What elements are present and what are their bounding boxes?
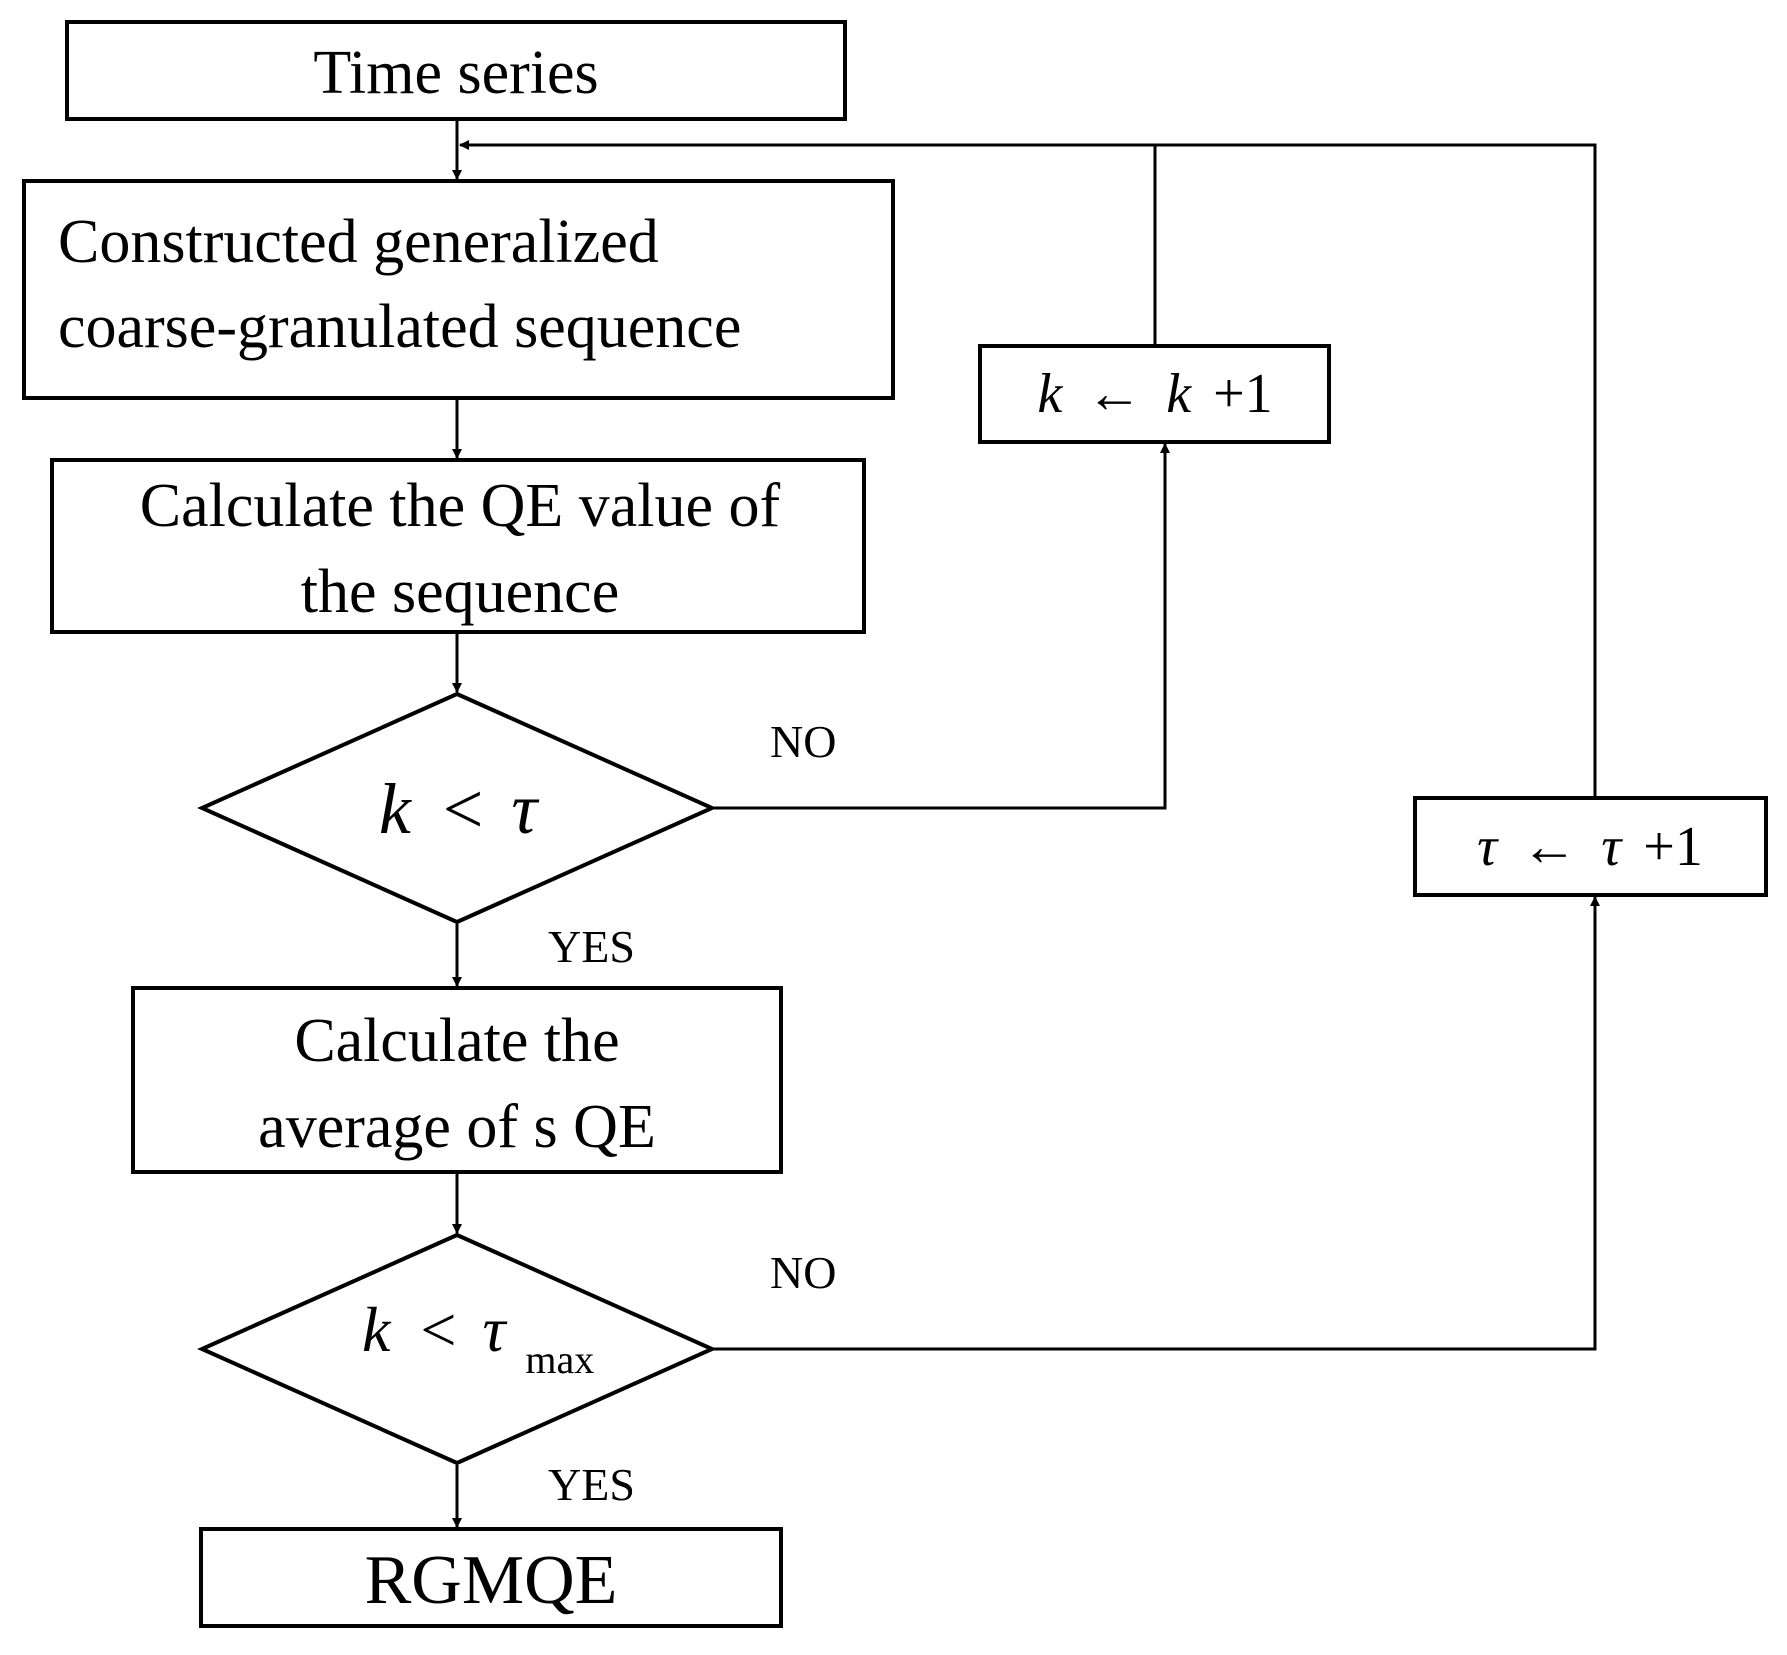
construct-sequence-node: Constructed generalized coarse-granulate… <box>22 179 895 400</box>
calculate-average-line2: average of s QE <box>258 1093 656 1161</box>
time-series-label: Time series <box>313 39 598 107</box>
calculate-qe-line1: Calculate the QE value of <box>140 472 781 540</box>
time-series-node: Time series <box>65 20 847 121</box>
arrow-decision1-no-to-k <box>712 443 1170 810</box>
construct-sequence-line2: coarse-granulated sequence <box>58 293 741 361</box>
decision1-yes-label: YES <box>548 921 635 972</box>
decision-k-lt-tau-max-label: k < τ max <box>362 1294 594 1382</box>
decision-k-lt-tau-max: k < τ max <box>197 1232 717 1466</box>
construct-sequence-line1: Constructed generalized <box>58 208 659 276</box>
decision-k-lt-tau-label: k < τ <box>379 769 540 849</box>
line-tau-to-top <box>1155 143 1597 798</box>
decision2-yes-label: YES <box>548 1459 635 1510</box>
tau-increment-label: τ ← τ +1 <box>1477 816 1703 878</box>
calculate-average-node: Calculate the average of s QE <box>131 986 783 1174</box>
result-label: RGMQE <box>365 1542 618 1619</box>
result-node: RGMQE <box>199 1527 783 1628</box>
tau-increment-node: τ ← τ +1 <box>1413 796 1768 897</box>
calculate-qe-line2: the sequence <box>301 558 619 626</box>
arrow-decision2-no-to-tau <box>712 896 1600 1351</box>
calculate-qe-node: Calculate the QE value of the sequence <box>50 458 866 634</box>
decision1-no-label: NO <box>770 716 836 767</box>
calculate-average-line1: Calculate the <box>294 1007 619 1075</box>
k-increment-node: k ← k +1 <box>978 344 1331 444</box>
k-increment-label: k ← k +1 <box>1037 363 1272 425</box>
decision-k-lt-tau: k < τ <box>197 691 717 925</box>
decision2-no-label: NO <box>770 1247 836 1298</box>
